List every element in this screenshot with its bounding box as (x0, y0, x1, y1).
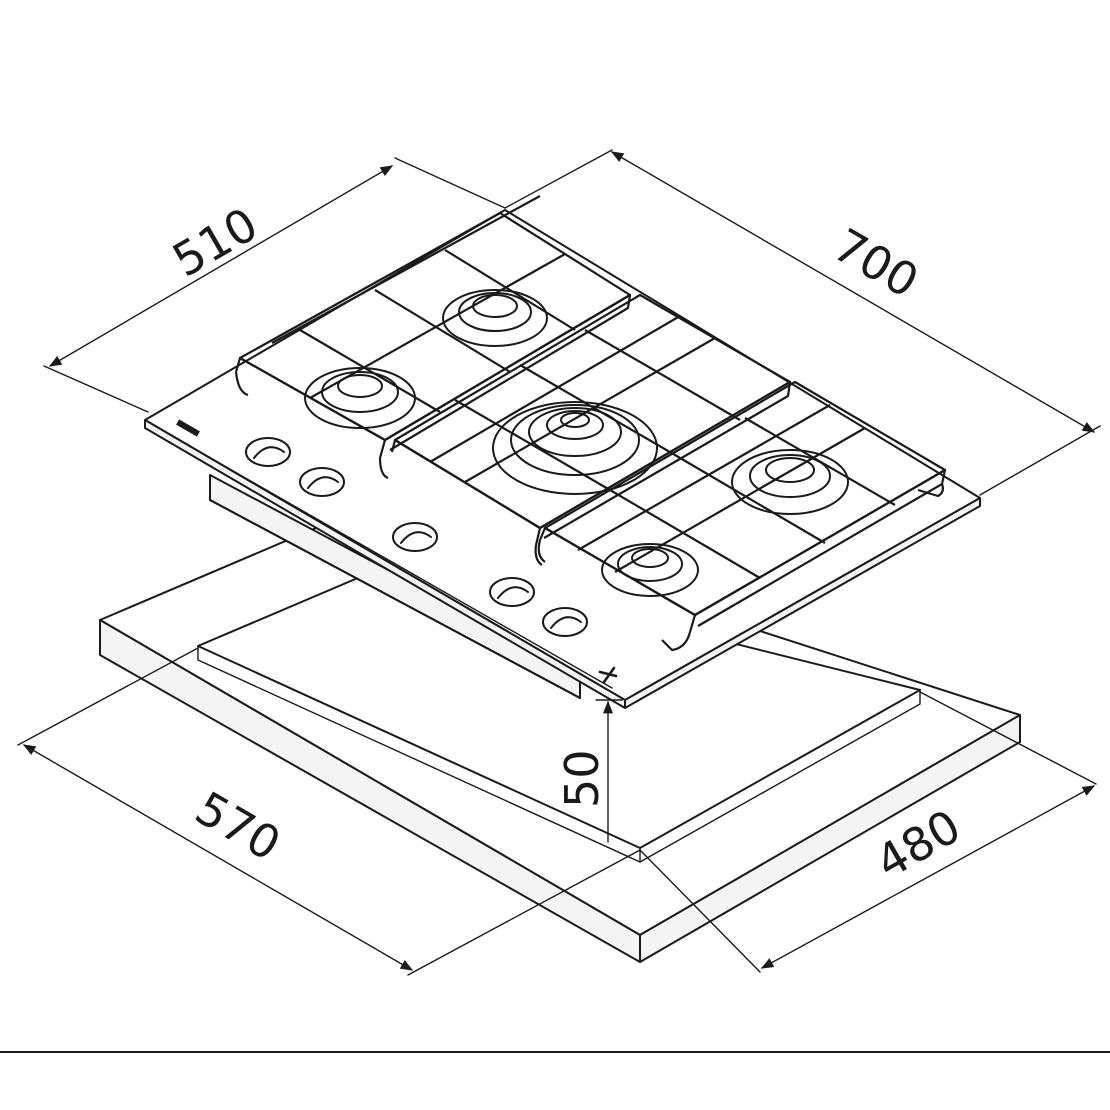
dimension-hob-width (504, 149, 1101, 496)
knob-3 (392, 522, 438, 552)
control-knobs (245, 437, 588, 637)
knob-4 (489, 577, 535, 607)
dimension-lines (17, 149, 1101, 976)
brand-logo (176, 419, 200, 437)
dimension-cutout-depth (639, 691, 1097, 973)
burner-rear-right (731, 449, 849, 515)
burner-rear-left (442, 289, 548, 347)
burner-front-left (304, 367, 416, 429)
knob-5 (542, 607, 588, 637)
dimension-hob-depth (43, 157, 506, 413)
dimension-hob-height (595, 699, 623, 843)
label-hob-height: 50 (555, 749, 609, 808)
knob-2 (299, 467, 345, 497)
burner-centre-wok (492, 401, 658, 495)
label-hob-width: 700 (825, 218, 928, 309)
burner-front-right (601, 543, 699, 597)
label-hob-depth: 510 (164, 197, 267, 288)
knob-1 (245, 437, 291, 467)
dimension-cutout-width (17, 647, 641, 976)
label-cutout-width: 570 (187, 781, 290, 872)
burners (304, 289, 849, 597)
corner-marker (598, 666, 618, 684)
